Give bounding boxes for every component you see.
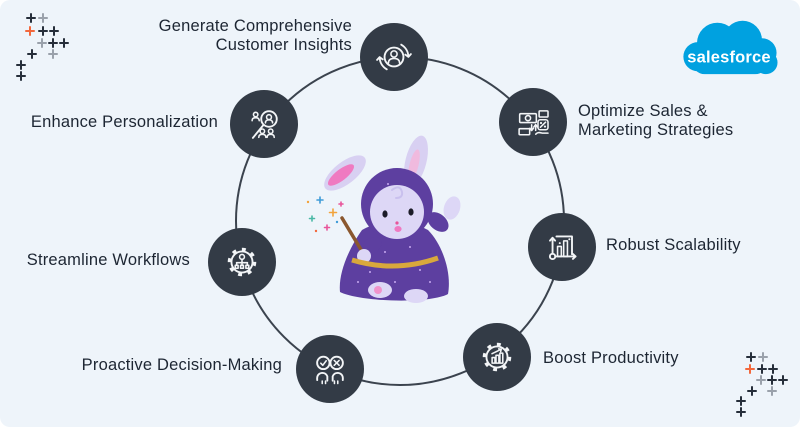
- gold-belt: [351, 255, 439, 269]
- plus-icon: [25, 26, 35, 36]
- plus-icon: [746, 352, 756, 362]
- label-enhance-personalization: Enhance Personalization: [30, 113, 218, 131]
- scaling-chart-icon: [548, 235, 577, 261]
- people-magnifier-icon: [251, 110, 278, 139]
- label-robust-scalability: Robust Scalability: [606, 236, 741, 254]
- plus-icon: [758, 352, 768, 362]
- plus-icon: [37, 38, 47, 48]
- plus-icon: [48, 49, 58, 59]
- plus-icon: [26, 13, 36, 23]
- plus-icon: [767, 386, 777, 396]
- plus-icon: [16, 60, 26, 70]
- plus-icon: [59, 38, 69, 48]
- hands-check-cross-icon: [316, 355, 344, 385]
- label-streamline-workflows: Streamline Workflows: [26, 251, 190, 269]
- plus-icon: [48, 38, 58, 48]
- plus-icon: [757, 364, 767, 374]
- bunny-face: [370, 185, 424, 239]
- plus-icon: [736, 407, 746, 417]
- node-robust-scalability: [528, 213, 596, 281]
- plus-icon: [756, 375, 766, 385]
- node-enhance-personalization: [230, 90, 298, 158]
- node-customer-insights: [360, 23, 428, 91]
- salesforce-wordmark: salesforce: [687, 49, 771, 67]
- money-percent-icon: [518, 110, 549, 136]
- node-proactive-decision-making: [296, 335, 364, 403]
- person-refresh-icon: [376, 43, 412, 71]
- label-boost-productivity: Boost Productivity: [543, 349, 679, 367]
- waving-paw: [443, 196, 461, 220]
- label-optimize-sales: Optimize Sales & Marketing Strategies: [578, 102, 734, 139]
- plus-icon: [27, 49, 37, 59]
- sparkles: [308, 196, 344, 231]
- plus-icon: [38, 13, 48, 23]
- plus-icon: [747, 386, 757, 396]
- plus-icon: [768, 364, 778, 374]
- plus-icon: [767, 375, 777, 385]
- plus-icon: [38, 26, 48, 36]
- wizard-bunny-mascot: [306, 135, 461, 303]
- plus-icon: [745, 364, 755, 374]
- label-proactive-decision-making: Proactive Decision-Making: [81, 356, 282, 374]
- label-customer-insights: Generate Comprehensive Customer Insights: [158, 17, 352, 54]
- gear-chart-icon: [482, 342, 512, 372]
- plus-icon: [778, 375, 788, 385]
- plus-icon: [49, 26, 59, 36]
- plus-icon: [16, 71, 26, 81]
- plus-icon: [736, 396, 746, 406]
- node-optimize-sales: [499, 88, 567, 156]
- node-streamline-workflows: [208, 228, 276, 296]
- salesforce-logo: salesforce: [683, 20, 778, 75]
- gear-flowchart-icon: [227, 247, 257, 277]
- node-boost-productivity: [463, 323, 531, 391]
